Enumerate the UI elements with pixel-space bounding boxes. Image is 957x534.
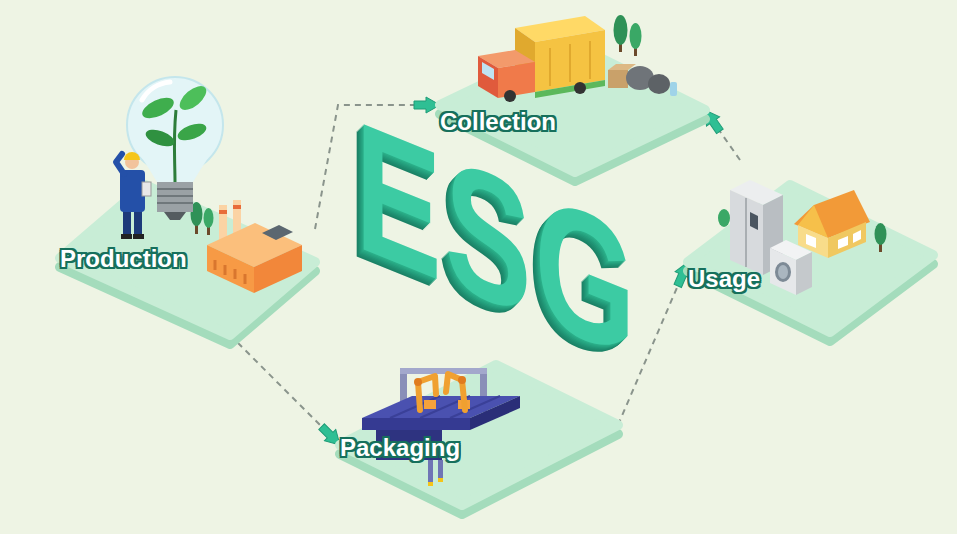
stage-label: Collection — [440, 108, 556, 136]
stage-platform: Production — [60, 70, 315, 335]
stage-label: Packaging — [340, 434, 460, 462]
stage-label: Production — [60, 245, 187, 273]
flow-connector — [230, 335, 340, 445]
stage-label: Usage — [688, 265, 760, 293]
stage-platform: Packaging — [340, 360, 618, 505]
platform-top — [340, 365, 618, 505]
platform-shape — [60, 70, 315, 335]
stage-illustration — [478, 15, 677, 102]
platform-shape — [688, 160, 933, 335]
flow-connector — [705, 110, 740, 160]
stage-platform: Usage — [688, 160, 933, 335]
stage-illustration — [362, 368, 520, 486]
platform-shape — [340, 360, 618, 505]
